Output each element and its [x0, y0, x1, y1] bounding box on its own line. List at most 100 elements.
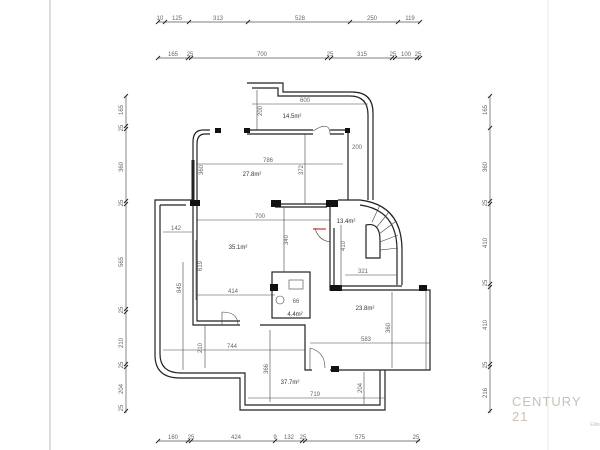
- dimension-tick: [487, 361, 493, 367]
- dimension-tick: [487, 125, 493, 131]
- left-dimension-label: 25: [119, 306, 125, 313]
- top-dimension-label: 315: [357, 52, 368, 58]
- dimension-tick: [245, 19, 251, 25]
- dimension-tick: [328, 55, 334, 61]
- top-dimension-label: 25: [415, 52, 422, 58]
- bottom-dimension-label: 9: [273, 435, 277, 441]
- inner-dimension-label: 619: [198, 260, 204, 271]
- dimension-tick: [389, 55, 395, 61]
- inner-dimension-label: 210: [198, 342, 204, 353]
- dimension-tick: [155, 438, 161, 444]
- top-dimension-label: 25: [390, 52, 397, 58]
- inner-dimension-label: 340: [284, 234, 290, 245]
- inner-dimension-label: 321: [358, 269, 369, 275]
- dimension-tick: [185, 55, 191, 61]
- dimension-tick: [414, 55, 420, 61]
- stair-treads: [371, 204, 399, 251]
- dimension-tick: [302, 438, 308, 444]
- dimension-lines: [125, 21, 491, 442]
- inner-dimension-label: 66: [293, 299, 300, 305]
- walls: [154, 82, 431, 411]
- dimension-tick: [487, 364, 493, 370]
- right-dimension-label: 410: [483, 237, 489, 248]
- dimension-tick: [123, 123, 129, 129]
- inner-dimension-label: 200: [258, 105, 264, 116]
- bottom-dimension-label: 25: [188, 435, 195, 441]
- left-dimension-label: 25: [119, 199, 125, 206]
- dimension-tick: [324, 55, 330, 61]
- inner-dimension-label: 414: [228, 289, 239, 295]
- inner-dimension-label: 360: [199, 164, 205, 175]
- room-area-label: 37.7m²: [281, 380, 300, 386]
- bottom-dimension-label: 132: [284, 435, 295, 441]
- inner-dimension-label: 719: [310, 392, 321, 398]
- dimension-tick: [417, 55, 423, 61]
- watermark-brand: CENTURY 21: [512, 394, 582, 424]
- left-dimension-label: 210: [119, 337, 125, 348]
- room-area-label: 27.8m²: [243, 172, 262, 178]
- dimension-tick: [347, 19, 353, 25]
- right-dimension-label: 25: [483, 361, 489, 368]
- left-dimension-label: 565: [119, 256, 125, 267]
- inner-dimension-label: 410: [341, 240, 347, 251]
- inner-dimension-label: 360: [386, 322, 392, 333]
- dimension-tick: [123, 306, 129, 312]
- dimension-tick: [123, 201, 129, 207]
- dimension-tick: [155, 19, 161, 25]
- left-dimension-label: 204: [119, 383, 125, 394]
- right-dimension-label: 410: [483, 319, 489, 330]
- inner-dimension-label: 583: [361, 337, 372, 343]
- dimension-tick: [162, 19, 168, 25]
- top-dimension-label: 119: [405, 16, 415, 22]
- inner-dimension-label: 744: [227, 344, 238, 350]
- dimension-tick: [186, 19, 192, 25]
- inner-dimension-label: 372: [299, 164, 305, 175]
- top-dimension-label: 165: [168, 52, 179, 58]
- dimension-tick: [188, 55, 194, 61]
- inner-dimension-label: 786: [263, 158, 274, 164]
- top-dimension-label: 25: [327, 52, 334, 58]
- bottom-dimension-label: 424: [231, 435, 242, 441]
- room-area-label: 23.8m²: [356, 306, 375, 312]
- dimension-tick: [417, 19, 423, 25]
- dimension-tick: [188, 438, 194, 444]
- dimension-tick: [155, 55, 161, 61]
- left-dimension-label: 25: [119, 124, 125, 131]
- top-dimension-label: 10: [157, 16, 164, 22]
- dimension-tick: [299, 438, 305, 444]
- bottom-dimension-label: 160: [168, 435, 179, 441]
- dimension-tick: [123, 126, 129, 132]
- top-dimension-label: 100: [401, 52, 412, 58]
- top-dimension-label: 313: [213, 16, 224, 22]
- left-dimension-label: 165: [119, 104, 125, 115]
- inner-dimension-label: 700: [255, 214, 266, 220]
- right-dimension-label: 25: [483, 199, 489, 206]
- room-area-label: 35.1m²: [229, 245, 248, 251]
- top-dimension-label: 125: [172, 16, 183, 22]
- dimension-tick: [487, 284, 493, 290]
- dimension-ticks: [123, 19, 493, 444]
- room-area-label: 13.4m²: [337, 219, 356, 225]
- dimension-tick: [487, 198, 493, 204]
- dimension-tick: [123, 93, 129, 99]
- dimension-tick: [395, 19, 401, 25]
- dimension-tick: [123, 408, 129, 414]
- century21-watermark: CENTURY 21 Elite: [512, 394, 600, 428]
- room-area-label: 14.5m²: [283, 114, 302, 120]
- inner-dimension-label: 600: [300, 98, 311, 104]
- right-dimension-label: 216: [483, 387, 489, 398]
- dimension-tick: [272, 438, 278, 444]
- top-dimension-label: 25: [187, 52, 194, 58]
- left-dimension-label: 360: [119, 161, 125, 172]
- top-dimension-label: 700: [257, 52, 268, 58]
- right-dimension-label: 165: [483, 104, 489, 115]
- room-area-label: 4.4m²: [287, 312, 302, 318]
- dimension-tick: [487, 93, 493, 99]
- bottom-dimension-label: 25: [413, 435, 420, 441]
- right-dimension-label: 25: [483, 279, 489, 286]
- watermark-sub: Elite: [590, 422, 600, 428]
- inner-dimension-label: 204: [358, 382, 364, 393]
- dimension-tick: [487, 281, 493, 287]
